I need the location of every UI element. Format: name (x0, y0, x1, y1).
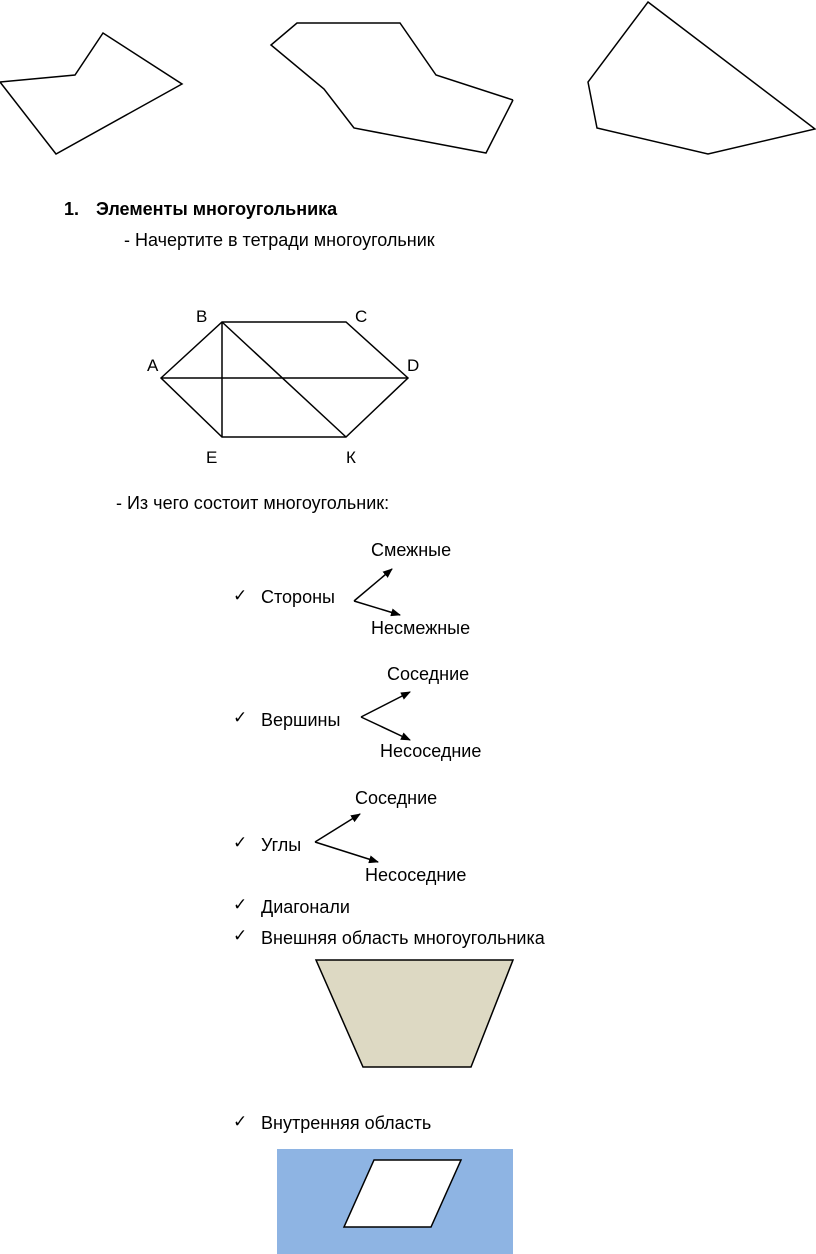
vertex-label-b: B (196, 307, 208, 326)
check-icon: ✓ (233, 708, 248, 727)
vertex-label-d: D (407, 356, 420, 375)
check-icon: ✓ (233, 895, 248, 914)
sides-nonadjacent: Несмежные (371, 618, 471, 638)
angles-nonneighboring: Несоседние (365, 865, 467, 885)
diagonal-bk (221, 321, 347, 438)
element-vertices: Вершины (261, 710, 341, 730)
section-title: Элементы многоугольника (96, 199, 338, 219)
check-icon: ✓ (233, 926, 248, 945)
hexagon-diagram (159, 321, 410, 438)
polygon-figure-2 (269, 22, 514, 154)
question-text: - Из чего состоит многоугольник: (116, 493, 390, 513)
polygon-figure-3 (587, 0, 816, 155)
element-sides: Стороны (261, 587, 335, 607)
vertices-nonneighboring: Несоседние (380, 741, 482, 761)
vertex-label-k: К (346, 448, 356, 467)
element-outer-region: Внешняя область многоугольника (261, 928, 545, 948)
task-text: - Начертите в тетради многоугольник (124, 230, 435, 250)
check-icon: ✓ (233, 1112, 248, 1131)
sides-adjacent: Смежные (371, 540, 452, 560)
element-angles: Углы (261, 835, 302, 855)
element-arrows (314, 568, 411, 864)
vertex-label-c: C (355, 307, 368, 326)
check-icon: ✓ (233, 586, 248, 605)
vertex-label-a: A (147, 356, 159, 375)
check-icon: ✓ (233, 833, 248, 852)
element-inner-region: Внутренняя область (261, 1113, 432, 1133)
vertices-neighboring: Соседние (387, 664, 470, 684)
outer-region-trapezoid (314, 959, 515, 1068)
polygon-figure-1 (0, 31, 184, 155)
angles-neighboring: Соседние (355, 788, 438, 808)
vertex-label-e: E (206, 448, 218, 467)
element-diagonals: Диагонали (261, 897, 350, 917)
section-number: 1. (64, 199, 80, 219)
